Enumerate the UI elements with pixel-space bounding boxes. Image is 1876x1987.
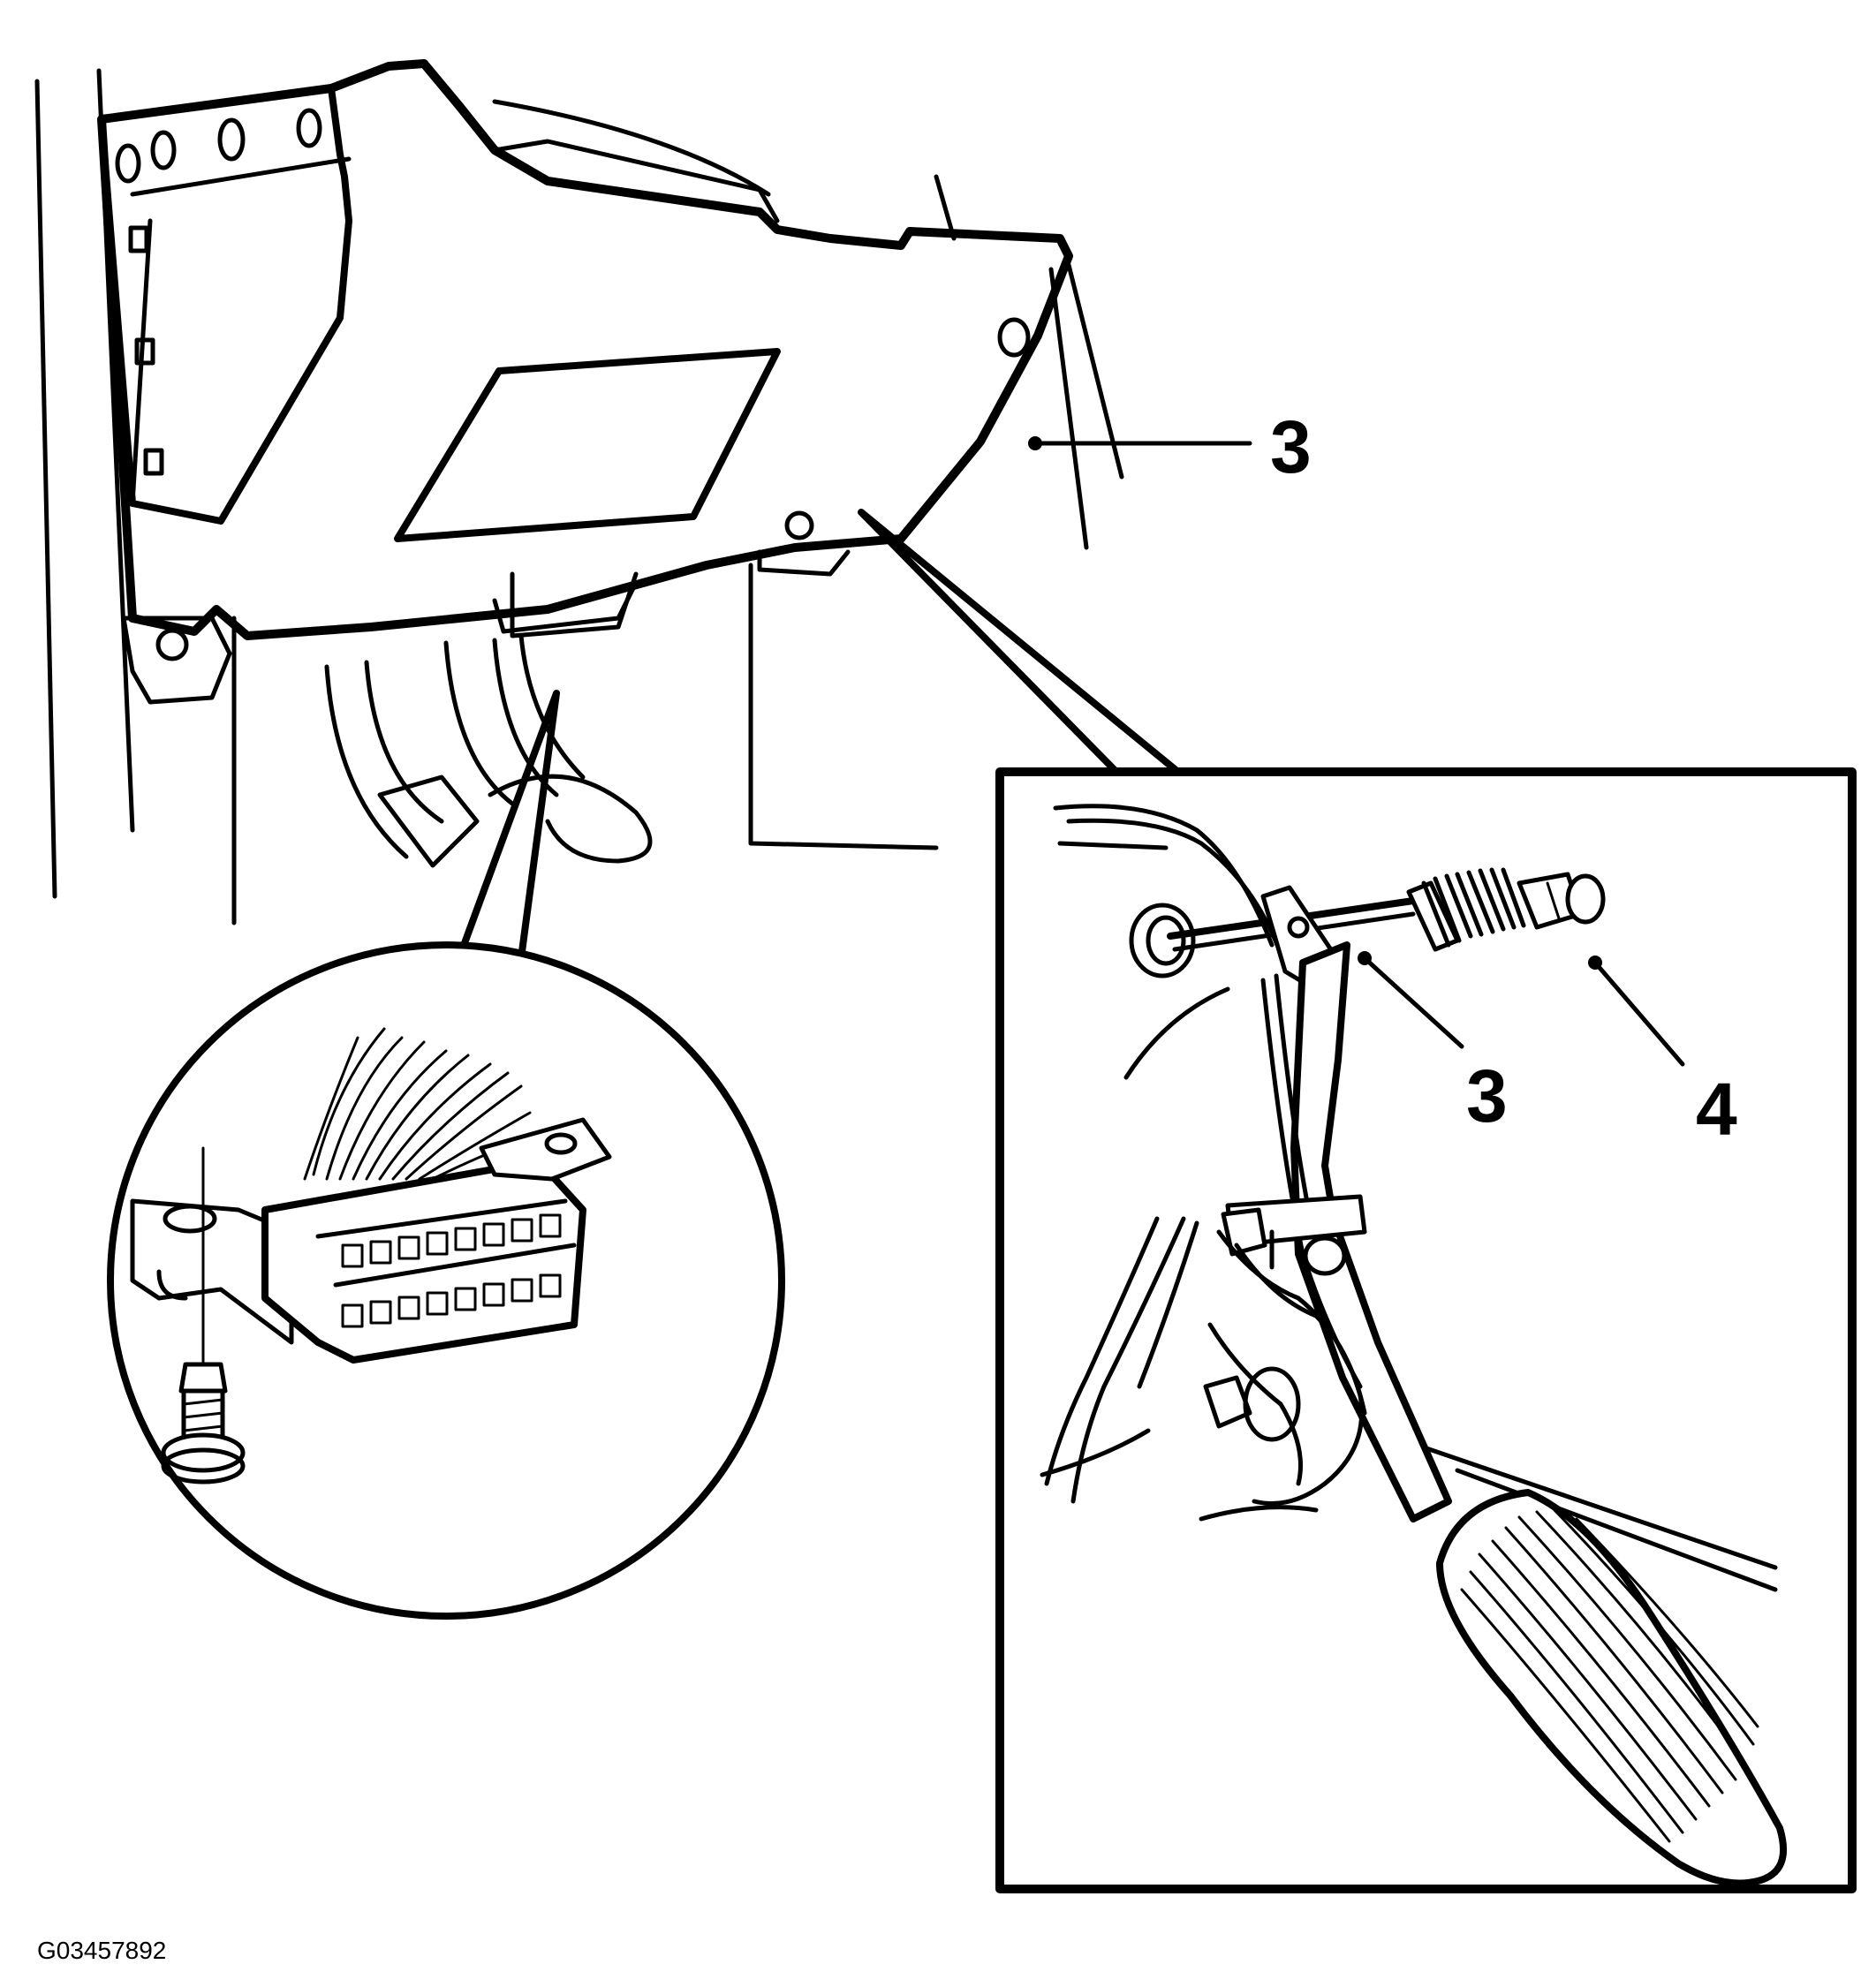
mounting-screw: [161, 1146, 246, 1485]
pedal-callout-4: 4: [1588, 956, 1737, 1151]
figure-code: G03457892: [37, 1937, 166, 1964]
connector-inset: [107, 690, 785, 1620]
main-callout-3: 3: [1028, 405, 1312, 488]
pedal-callout-3-label: 3: [1466, 1054, 1508, 1137]
main-callout-3-label: 3: [1270, 405, 1312, 488]
brake-light-switch: [1406, 867, 1606, 952]
pedal-callout-4-label: 4: [1696, 1068, 1737, 1151]
pedal-callout-3: 3: [1358, 951, 1508, 1137]
pedal-inset: [858, 509, 1857, 1893]
connector-pins: [341, 1213, 562, 1328]
accelerator-pedal-pad: [1436, 1489, 1788, 1887]
main-view-dashboard: [34, 59, 1124, 926]
